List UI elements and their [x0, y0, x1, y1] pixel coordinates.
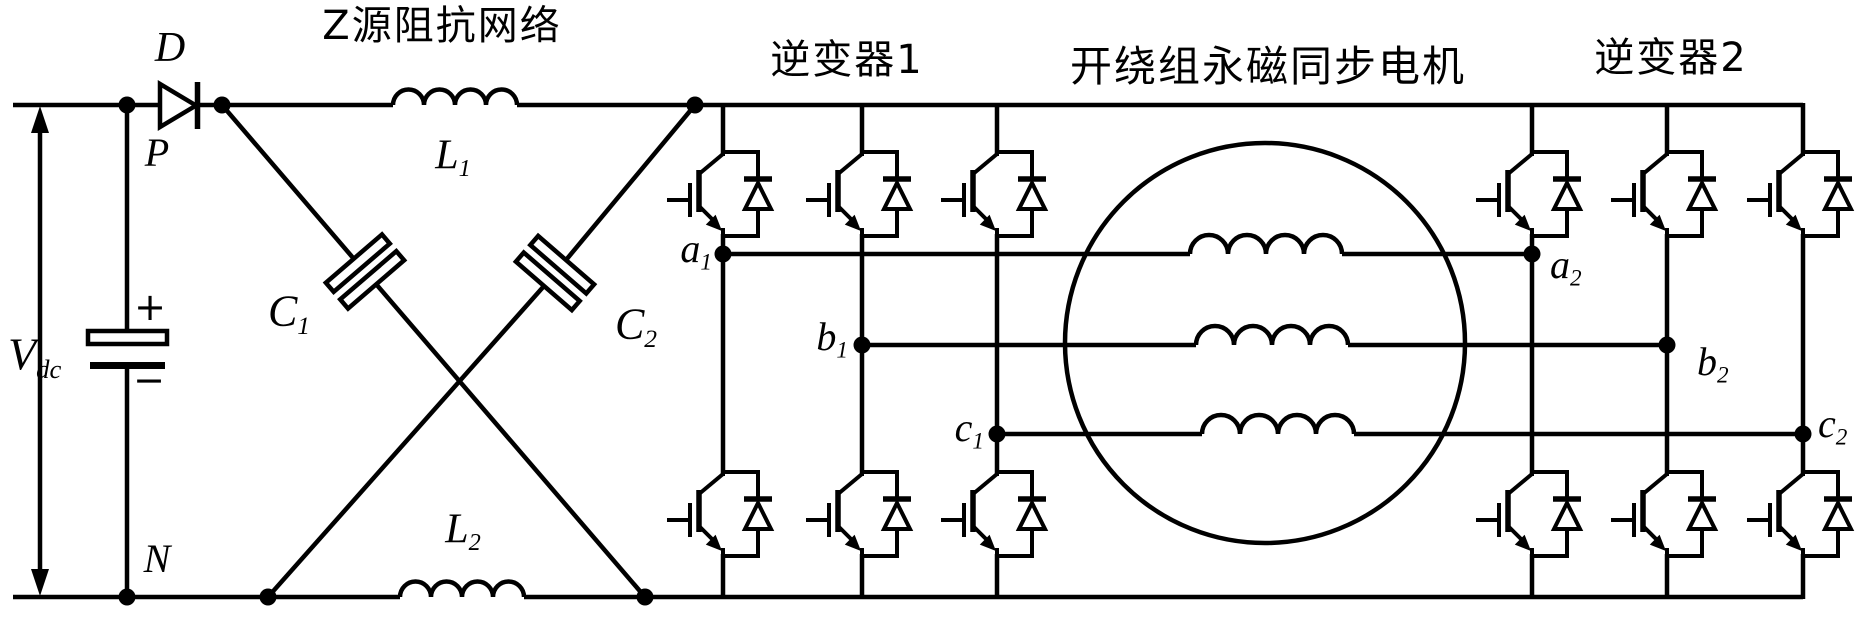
c1-wire-upper: [220, 103, 356, 261]
diode-triangle-icon: [157, 80, 201, 131]
node-z-bottom-left: [259, 588, 277, 606]
l1-label: L1: [435, 134, 471, 181]
igbt-inv2-c-top: [1747, 148, 1852, 236]
minus-sign: −: [133, 358, 165, 402]
motor-title: 开绕组永磁同步电机: [1069, 42, 1467, 91]
capacitor-c2: [516, 236, 594, 310]
c1-phase-sub: 1: [972, 428, 984, 455]
node-c1: [988, 425, 1006, 443]
node-b1: [853, 336, 871, 354]
capacitor-branch-c2: [266, 103, 697, 599]
c2-phase-sub: 2: [1835, 424, 1848, 451]
z-network-title: Z源阻抗网络: [322, 3, 562, 49]
igbt-inv1-a-top: [667, 148, 772, 236]
inductor-l1: [390, 87, 520, 106]
igbt-inv1-b-bottom: [806, 468, 911, 556]
igbt-inv2-a-bottom: [1476, 468, 1581, 556]
b1-main: b: [816, 314, 837, 360]
battery-plate-positive: [85, 328, 170, 347]
dc-source-branch: [85, 105, 170, 597]
igbt-inv1-c-bottom: [941, 468, 1046, 556]
phase-c-line: [997, 412, 1803, 437]
igbt-inv2-a-top: [1476, 148, 1581, 236]
phase-c2-label: c2: [1818, 404, 1847, 450]
igbt-inv1-c-top: [941, 148, 1046, 236]
c2-wire-lower: [266, 284, 546, 599]
winding-c: [1199, 412, 1357, 435]
node-z-top-right: [686, 96, 704, 114]
c1-wire-lower: [374, 282, 647, 599]
inverter1-legs: [720, 103, 1000, 599]
winding-b: [1193, 323, 1351, 346]
vdc-sub: dc: [36, 353, 62, 384]
capacitor-branch-c1: [220, 103, 647, 599]
vdc-arrow: [31, 106, 49, 596]
phase-a1-label: a1: [680, 229, 712, 275]
phase-b2-label: b2: [1697, 342, 1729, 388]
igbt-inv2-b-bottom: [1611, 468, 1716, 556]
diode-label: D: [154, 25, 186, 71]
phase-b-line: [862, 323, 1667, 348]
capacitor-c1: [326, 234, 404, 308]
c1-phase-main: c: [954, 405, 973, 451]
c2-wire-upper: [564, 103, 697, 262]
arrow-up-icon: [31, 106, 49, 133]
b2-sub: 2: [1717, 362, 1729, 389]
l1-main: L: [435, 132, 459, 179]
node-b2: [1658, 336, 1676, 354]
node-a2: [1523, 245, 1541, 263]
a2-main: a: [1550, 242, 1570, 288]
arrow-down-icon: [31, 569, 49, 596]
winding-a: [1187, 232, 1345, 255]
igbt-inv1-a-bottom: [667, 468, 772, 556]
a1-sub: 1: [700, 249, 712, 276]
c2-label: C2: [614, 299, 658, 353]
node-a1: [714, 245, 732, 263]
vdc-main: V: [8, 328, 37, 380]
p-rail-label: P: [144, 130, 170, 175]
igbt-inv1-b-top: [806, 148, 911, 236]
inverter2-title: 逆变器2: [1594, 35, 1748, 81]
node-diode-cathode: [213, 96, 231, 114]
c2-main: C: [614, 299, 645, 349]
battery-plate-negative: [90, 362, 165, 369]
c2-phase-main: c: [1818, 401, 1836, 447]
b2-main: b: [1697, 339, 1717, 385]
node-n: [118, 588, 136, 606]
l1-sub: 1: [458, 155, 471, 183]
junction-dots: [118, 96, 1812, 606]
inverter1-title: 逆变器1: [770, 37, 924, 83]
phase-a-line: [723, 232, 1532, 257]
phase-a2-label: a2: [1550, 245, 1582, 291]
node-c2: [1794, 425, 1812, 443]
plus-sign: +: [134, 285, 166, 329]
input-diode: [157, 80, 201, 131]
phase-b1-label: b1: [816, 317, 848, 363]
n-rail-label: N: [143, 536, 171, 581]
l2-sub: 2: [468, 529, 481, 557]
l2-main: L: [445, 506, 469, 553]
igbt-inv2-b-top: [1611, 148, 1716, 236]
phase-c1-label: c1: [955, 408, 984, 454]
node-p: [118, 96, 136, 114]
c1-main: C: [267, 286, 298, 336]
c2-sub: 2: [644, 323, 658, 353]
b1-sub: 1: [836, 337, 848, 364]
a2-sub: 2: [1570, 265, 1582, 292]
c1-label: C1: [267, 286, 311, 340]
inductor-l2: [397, 579, 527, 598]
igbt-inv2-c-bottom: [1747, 468, 1852, 556]
vdc-label: Vdc: [8, 331, 61, 382]
node-z-bottom-right: [636, 588, 654, 606]
c1-sub: 1: [297, 310, 311, 340]
l2-label: L2: [445, 508, 481, 555]
a1-main: a: [680, 226, 701, 272]
